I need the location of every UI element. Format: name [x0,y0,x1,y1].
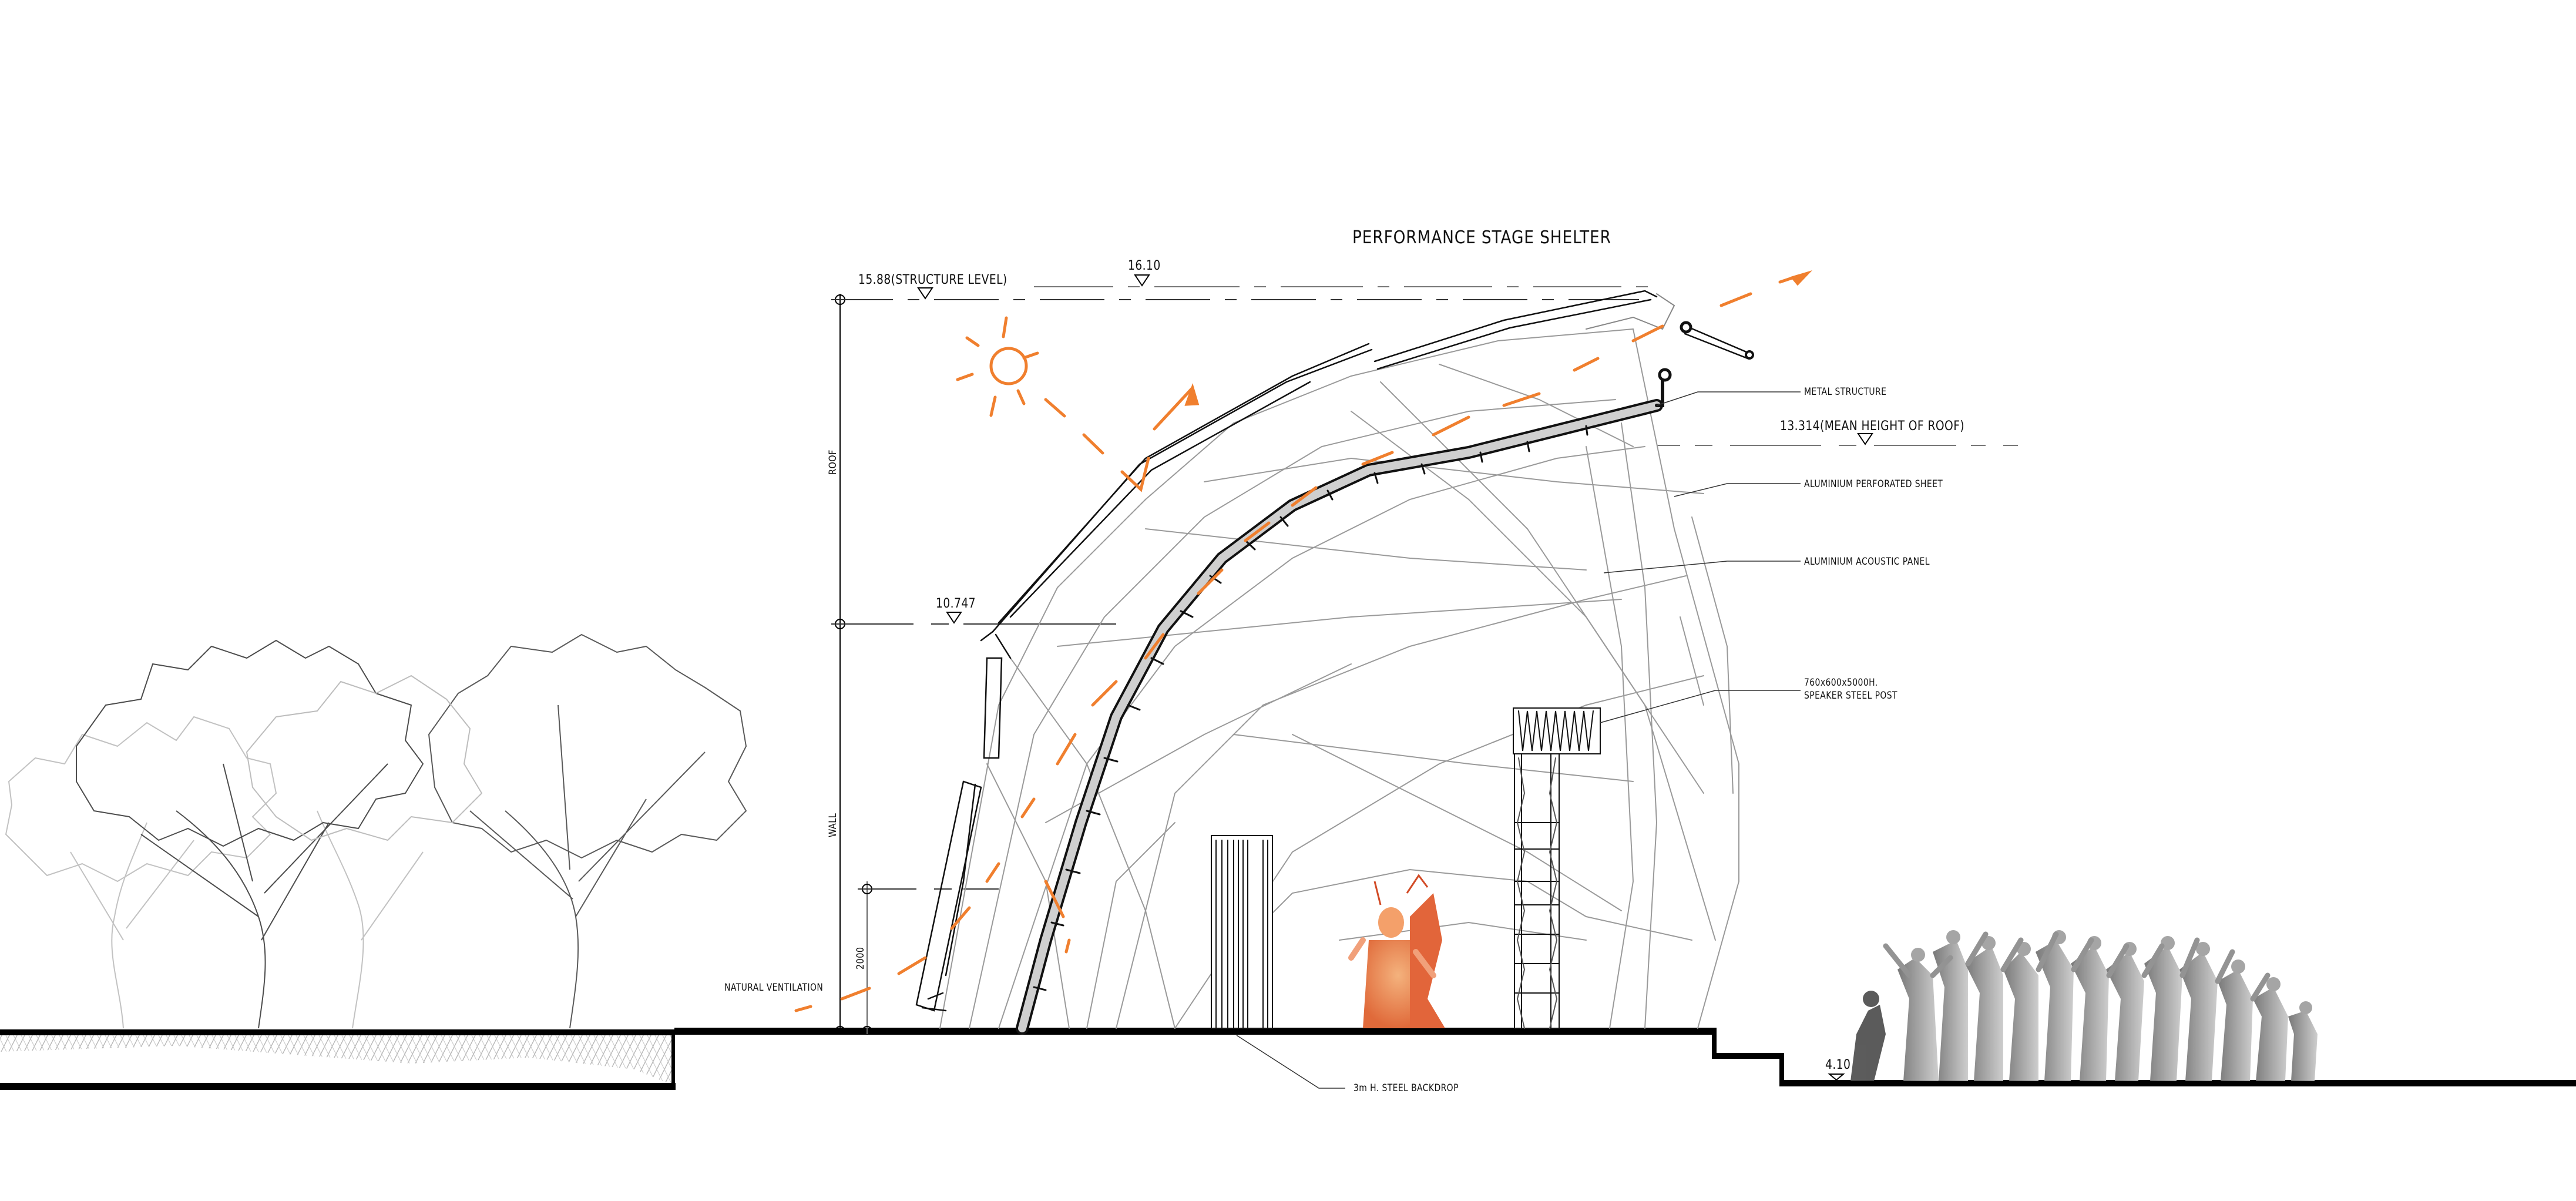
zone-label-wall: WALL [827,813,839,837]
landscape-ground-line [0,1029,674,1035]
trees [5,634,747,1029]
tree-icon [246,675,482,841]
space-frame-truss [939,328,1739,1029]
level-triangle-icon [946,612,962,624]
annotation-metal-structure: METAL STRUCTURE [1804,386,1887,398]
airflow-arrow-icon [1184,383,1200,406]
drawing-title: PERFORMANCE STAGE SHELTER [1352,227,1611,248]
zone-label-roof: ROOF [827,449,839,475]
level-triangle-icon [917,287,933,300]
leader-backdrop [1236,1035,1345,1089]
solar-ray-reflection [1044,386,1194,492]
performer-figure [1348,874,1445,1028]
environmental-arrows [794,270,1812,1012]
wall-panels [915,657,1003,1012]
steel-backdrop [1211,835,1273,1029]
level-label-mean-roof: 13.314(MEAN HEIGHT OF ROOF) [1780,419,1965,434]
roof-skin [980,290,1658,659]
annotation-speaker-post-dimensions: 760x600x5000H. [1804,677,1878,689]
stage-step [1712,1053,1782,1059]
leader-perforated-sheet [1674,483,1801,497]
annotation-acoustic-panel: ALUMINIUM ACOUSTIC PANEL [1804,556,1930,568]
roof-hinge-arm [1586,293,1754,360]
tree-icon [5,716,424,1029]
annotation-natural-ventilation: NATURAL VENTILATION [724,982,824,994]
level-label-wall-top: 10.747 [936,596,976,611]
leader-metal-structure [1656,391,1801,406]
dimension-label-2000: 2000 [855,947,866,969]
annotation-steel-backdrop: 3m H. STEEL BACKDROP [1354,1082,1459,1094]
level-triangle-icon [1857,433,1873,445]
speaker-steel-post [1513,707,1601,1029]
tree-icon [76,640,424,1029]
tree-icon [428,634,747,1029]
audience-floor [1779,1080,2576,1086]
ground-section [0,1028,2576,1090]
shelter-structure [915,290,1754,1035]
level-triangle-icon [1828,1073,1845,1081]
airflow-arrow-icon [1790,270,1812,286]
soil-hatch [0,1034,674,1086]
annotation-perforated-sheet: ALUMINIUM PERFORATED SHEET [1804,478,1943,490]
leader-lines [1236,391,1801,1089]
natural-ventilation-flow [794,274,1799,1012]
level-triangle-icon [1134,274,1150,287]
leader-speaker-post [1600,690,1801,723]
level-label-structure: 15.88(STRUCTURE LEVEL) [858,273,1007,287]
main-structural-rib [1016,368,1672,1035]
landscape-base-line [0,1083,676,1090]
audience-crowd [1850,930,2318,1081]
annotation-speaker-post-label: SPEAKER STEEL POST [1804,690,1897,702]
stage-floor [674,1028,1715,1035]
level-label-audience: 4.10 [1825,1058,1851,1072]
level-label-top: 16.10 [1128,259,1161,273]
annotation-speaker-post: 760x600x5000H. SPEAKER STEEL POST [1804,676,1897,702]
leader-acoustic-panel [1603,561,1801,573]
sun-icon [956,316,1039,417]
